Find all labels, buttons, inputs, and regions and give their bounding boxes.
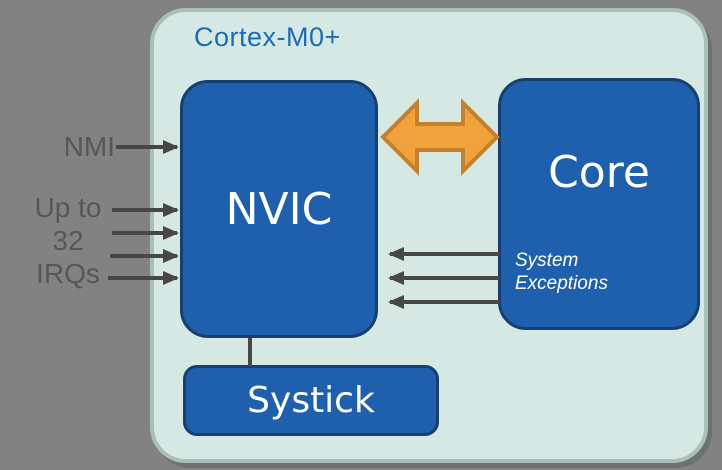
- irq-label-line-2: 32: [52, 225, 84, 256]
- irq-label: Up to 32 IRQs: [18, 191, 118, 290]
- irq-label-line-3: IRQs: [36, 258, 100, 289]
- irq-label-line-1: Up to: [34, 192, 102, 223]
- core-label: Core: [548, 147, 650, 198]
- systick-block: Systick: [183, 365, 439, 436]
- core-block: Core System Exceptions: [498, 78, 700, 330]
- systick-label: Systick: [247, 380, 375, 421]
- system-exceptions-line-1: System: [515, 250, 579, 271]
- system-exceptions-label: System Exceptions: [515, 249, 608, 295]
- nvic-block: NVIC: [180, 80, 378, 338]
- nvic-label: NVIC: [225, 183, 333, 235]
- nvic-systick-connector-line: [248, 338, 252, 366]
- container-title: Cortex-M0+: [194, 22, 341, 52]
- nmi-label: NMI: [63, 131, 115, 162]
- system-exceptions-line-2: Exceptions: [515, 273, 608, 294]
